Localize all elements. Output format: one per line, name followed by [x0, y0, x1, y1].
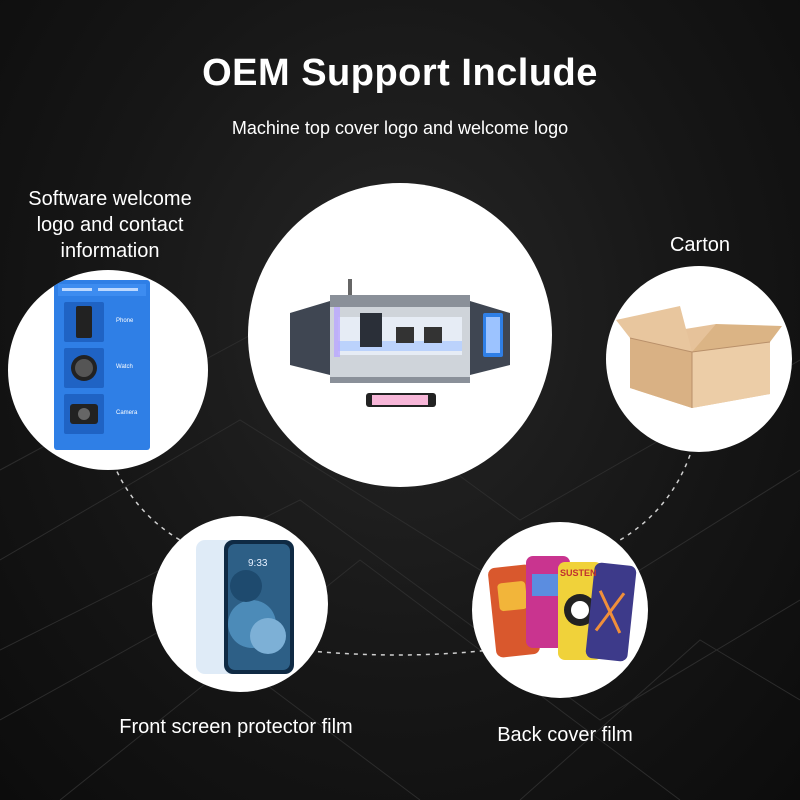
- carton-label: Carton: [669, 234, 731, 256]
- front-film-illustration: [196, 540, 294, 674]
- back-film-label: Back cover film: [497, 724, 633, 746]
- phone-time: 9:33: [248, 558, 268, 569]
- software-label-line-3: information: [60, 240, 160, 262]
- list-item-phone: Phone: [116, 318, 134, 324]
- list-item-camera: Camera: [116, 410, 138, 416]
- machine-circle: [248, 183, 552, 487]
- software-circle: Phone Watch Camera: [8, 270, 208, 470]
- case-print-text: SUSTEN: [560, 568, 597, 578]
- cutting-machine-illustration: [290, 279, 510, 407]
- carton-box-illustration: [616, 306, 782, 408]
- back-film-circle: SUSTEN: [472, 522, 648, 698]
- carton-circle: [606, 266, 792, 452]
- list-item-watch: Watch: [116, 364, 133, 370]
- software-screen-illustration: [54, 280, 150, 450]
- front-film-label: Front screen protector film: [119, 716, 353, 738]
- software-label-line-2: logo and contact: [36, 214, 184, 236]
- software-label-line-1: Software welcome: [28, 188, 192, 210]
- software-label: Software welcome logo and contact inform…: [10, 186, 210, 264]
- back-cover-cases-illustration: [488, 556, 637, 662]
- front-film-circle: 9:33: [152, 516, 328, 692]
- page-subtitle: Machine top cover logo and welcome logo: [231, 118, 569, 138]
- page-title: OEM Support Include: [202, 52, 598, 94]
